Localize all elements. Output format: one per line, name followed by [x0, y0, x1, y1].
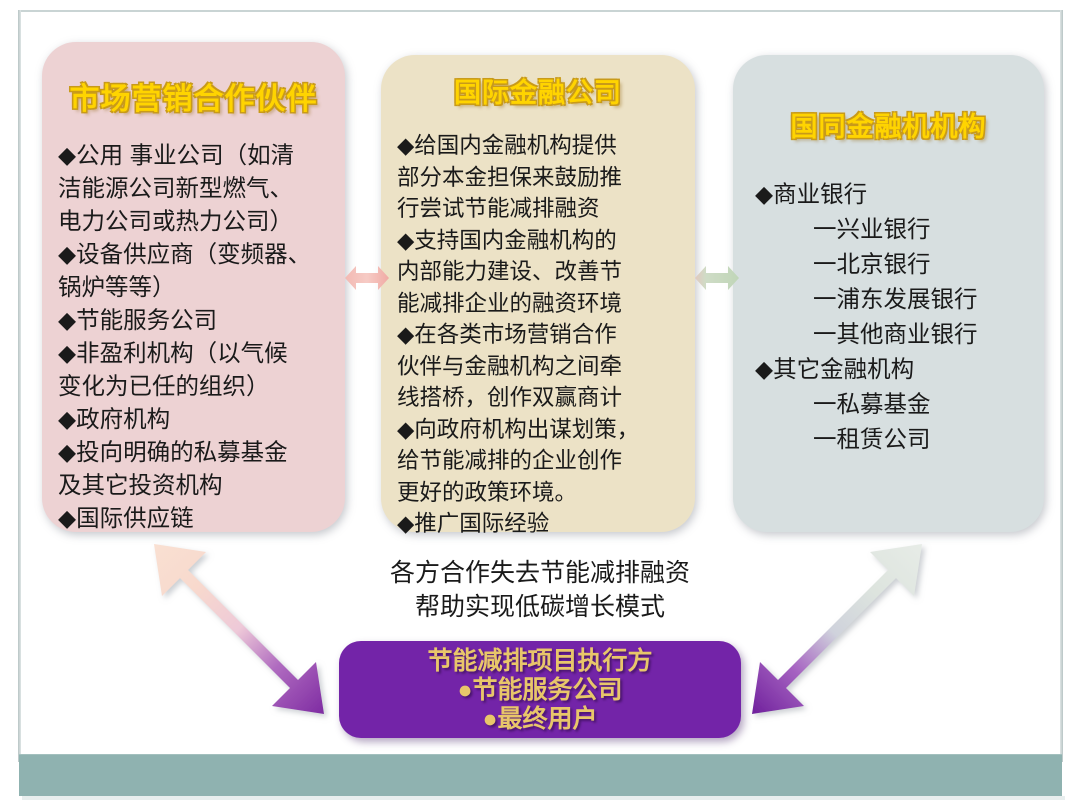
frame-top-border — [18, 10, 1063, 12]
list-item: 给节能减排的企业创作 — [397, 448, 623, 473]
executor-box-item-1: ●节能服务公司 — [457, 676, 623, 704]
list-item: 变化为已任的组织） — [58, 373, 270, 399]
bottom-bar-shadow — [22, 796, 1065, 800]
list-item: ◆商业银行 — [755, 181, 868, 207]
gray-purple-diagonal-double-arrow-icon — [738, 538, 928, 718]
list-item: 电力公司或热力公司） — [58, 208, 293, 234]
list-item: ◆投向明确的私募基金 — [58, 439, 288, 465]
list-item: ◆其它金融机构 — [755, 356, 915, 382]
list-item: 线搭桥，创作双赢商计 — [397, 385, 623, 410]
list-item: 一浦东发展银行 — [813, 286, 978, 312]
list-item: 更好的政策环境。 — [397, 479, 578, 505]
list-item: 行尝试节能减排融资 — [397, 196, 600, 221]
bottom-teal-bar — [19, 754, 1062, 796]
list-item: ◆国际供应链 — [58, 505, 194, 531]
panel-international-finance-corp: 国际金融公司 ◆给国内金融机构提供 部分本金担保来鼓励推 行尝试节能减排融资 ◆… — [381, 55, 695, 536]
list-item: 能减排企业的融资环境 — [397, 290, 623, 316]
list-item: ◆向政府机构出谋划策， — [397, 416, 640, 442]
panel-body-domestic-financial-institutions: ◆商业银行 一兴业银行 一北京银行 一浦东发展银行 一其他商业银行 ◆其它金融机… — [755, 177, 1030, 457]
panel-title-domestic-financial-institutions: 国同金融机机构 — [790, 112, 987, 142]
list-item: 伙伴与金融机构之间牵 — [397, 353, 623, 379]
list-item: 一私募基金 — [813, 391, 931, 417]
list-item: 部分本金担保来鼓励推 — [397, 164, 623, 190]
list-item: ◆支持国内金融机构的 — [397, 227, 617, 253]
panel-title-international-finance-corp: 国际金融公司 — [454, 78, 622, 108]
list-item: 锅炉等等） — [58, 274, 176, 300]
pink-purple-diagonal-double-arrow-icon — [148, 538, 338, 718]
list-item: ◆推广国际经验 — [397, 511, 550, 536]
list-item: 洁能源公司新型燃气、 — [58, 175, 293, 201]
list-item: 一北京银行 — [813, 251, 931, 277]
list-item: ◆节能服务公司 — [58, 307, 218, 333]
panel-title-marketing-partners: 市场营销合作伙伴 — [69, 83, 318, 116]
center-caption-line-1: 各方合作失去节能减排融资 — [389, 559, 690, 587]
list-item: 一其他商业银行 — [813, 321, 978, 347]
list-item: ◆公用 事业公司（如清 — [58, 142, 295, 168]
panel-domestic-financial-institutions: 国同金融机机构 ◆商业银行 一兴业银行 一北京银行 一浦东发展银行 一其他商业银… — [733, 55, 1044, 532]
frame-left-border — [18, 10, 21, 762]
list-item: ◆政府机构 — [58, 406, 171, 432]
panel-body-marketing-partners: ◆公用 事业公司（如清 洁能源公司新型燃气、 电力公司或热力公司） ◆设备供应商… — [58, 139, 331, 535]
list-item: ◆给国内金融机构提供 — [397, 133, 617, 158]
executor-box-title: 节能减排项目执行方 — [427, 647, 653, 675]
center-caption-line-2: 帮助实现低碳增长模式 — [414, 593, 665, 621]
panel-marketing-partners: 市场营销合作伙伴 ◆公用 事业公司（如清 洁能源公司新型燃气、 电力公司或热力公… — [42, 42, 345, 532]
list-item: 内部能力建设、改善节 — [397, 259, 623, 284]
panel-body-international-finance-corp: ◆给国内金融机构提供 部分本金担保来鼓励推 行尝试节能减排融资 ◆支持国内金融机… — [397, 130, 681, 540]
green-double-arrow-icon — [694, 261, 740, 295]
list-item: 一租赁公司 — [813, 426, 931, 452]
list-item: ◆非盈利机构（以气候 — [58, 340, 288, 366]
list-item: 及其它投资机构 — [58, 472, 223, 498]
frame-right-border — [1060, 10, 1063, 762]
executor-box: 节能减排项目执行方 ●节能服务公司 ●最终用户 — [339, 641, 741, 738]
executor-box-item-2: ●最终用户 — [482, 705, 598, 733]
pink-double-arrow-icon — [344, 261, 390, 295]
center-caption: 各方合作失去节能减排融资 帮助实现低碳增长模式 — [340, 556, 740, 624]
list-item: 一兴业银行 — [813, 216, 931, 242]
list-item: ◆设备供应商（变频器、 — [58, 241, 312, 267]
list-item: ◆在各类市场营销合作 — [397, 322, 617, 347]
